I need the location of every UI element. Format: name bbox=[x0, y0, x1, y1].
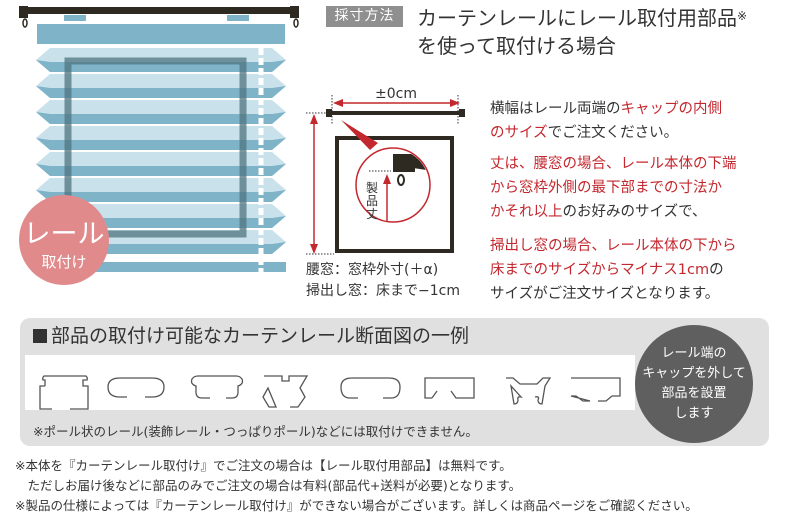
title-line2: を使って取付ける場合 bbox=[417, 34, 616, 58]
rail-mount-badge bbox=[19, 195, 109, 285]
height-instruction-floor: 掃出し窓の場合、レール本体の下から床までのサイズからマイナス1cmのサイズがご注… bbox=[490, 234, 737, 306]
diagram-notes: 腰窓：窓枠外寸(＋α) 掃出し窓：床まで−1cm bbox=[306, 260, 460, 302]
page-title: カーテンレールにレール取付用部品※ を使って取付ける場合 bbox=[417, 4, 747, 60]
rail-profile-7 bbox=[506, 377, 552, 405]
highlighted-text: キャップの内側 bbox=[620, 101, 723, 117]
title-line1: カーテンレールにレール取付用部品 bbox=[417, 6, 737, 30]
body-text: サイズがご注文サイズとなります。 bbox=[490, 286, 720, 302]
highlighted-text: 床までのサイズからマイナス1cm bbox=[490, 262, 710, 278]
badge-line2: 取付け bbox=[41, 253, 86, 271]
rail-profile-4 bbox=[262, 375, 309, 408]
note-floor-window: 掃出し窓：床まで−1cm bbox=[306, 283, 460, 299]
badge-line1: レール bbox=[24, 219, 105, 250]
note-waist-window: 腰窓：窓枠外寸(＋α) bbox=[306, 262, 439, 278]
highlighted-text: かそれ以上 bbox=[490, 204, 563, 220]
curtain-rail bbox=[20, 7, 298, 14]
compatible-rails-title: 部品の取付け可能なカーテンレール断面図の一例 bbox=[33, 323, 469, 349]
title-footnote-mark: ※ bbox=[737, 9, 748, 23]
rail-profile-2 bbox=[107, 377, 165, 398]
measurement-method-tag: 採寸方法 bbox=[326, 6, 403, 27]
svg-text:丈: 丈 bbox=[366, 207, 378, 221]
body-text: でご注文ください。 bbox=[547, 125, 679, 141]
body-text: 横幅はレール両端の bbox=[490, 101, 621, 117]
window-outline bbox=[335, 136, 454, 253]
cap-removal-note: レール端の キャップを外して 部品を設置 します bbox=[635, 325, 753, 443]
width-instruction: 横幅はレール両端のキャップの内側のサイズでご注文ください。 bbox=[490, 97, 722, 145]
rail-profile-5 bbox=[340, 377, 401, 399]
window-frame bbox=[64, 57, 247, 238]
highlighted-text: 掃出し窓の場合、レール本体の下から bbox=[490, 238, 737, 254]
square-bullet-icon bbox=[33, 329, 47, 343]
body-text: の bbox=[709, 262, 724, 278]
footnote-free-parts: ※本体を『カーテンレール取付け』でご注文の場合は【レール取付用部品】は無料です。 bbox=[15, 458, 512, 473]
svg-text:製: 製 bbox=[366, 181, 378, 195]
width-tolerance-label: ±0cm bbox=[375, 86, 417, 102]
rail-profile-6 bbox=[424, 377, 475, 399]
footnote-paid-parts: ただしお届け後などに部品のみでご注文の場合は有料(部品代+送料が必要)となります… bbox=[15, 478, 522, 493]
body-text: のお好みのサイズで、 bbox=[562, 204, 707, 220]
height-instruction-waist: 丈は、腰窓の場合、レール本体の下端から窓枠外側の最下部までの寸法かかそれ以上のお… bbox=[490, 152, 737, 224]
rail-profile-8 bbox=[570, 377, 621, 402]
measurement-diagram: ±0cm 製 品 丈 bbox=[306, 86, 465, 255]
highlighted-text: のサイズ bbox=[490, 125, 548, 141]
rail-profile-3 bbox=[190, 375, 244, 399]
svg-text:品: 品 bbox=[366, 194, 378, 208]
pole-rail-warning: ※ポール状のレール(装飾レール・つっぱりポール)などには取付けできません。 bbox=[33, 424, 478, 439]
highlighted-text: から窓枠外側の最下部までの寸法か bbox=[490, 180, 722, 196]
highlighted-text: 丈は、腰窓の場合、レール本体の下端 bbox=[490, 156, 737, 172]
pleated-blind-illustration: レール 取付け bbox=[19, 6, 299, 285]
rail-profile bbox=[327, 111, 463, 115]
rail-profile-1 bbox=[39, 375, 89, 410]
rail-cross-section-profiles bbox=[25, 355, 635, 410]
footnote-product-spec: ※製品の仕様によっては『カーテンレール取付け』ができない場合がございます。詳しく… bbox=[15, 498, 698, 513]
